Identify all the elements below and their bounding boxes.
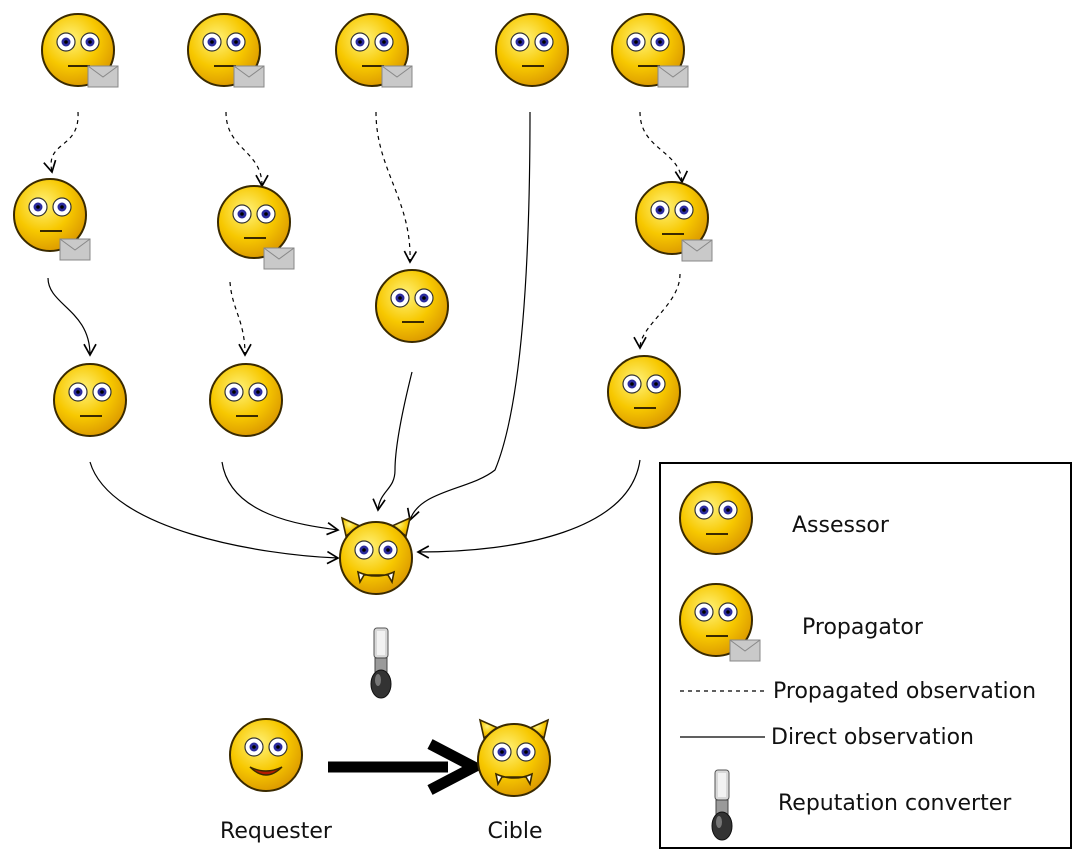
legend-assessor-icon bbox=[679, 481, 753, 555]
cible-label: Cible bbox=[487, 819, 542, 844]
microphone-icon bbox=[370, 627, 392, 699]
legend-converter-label: Reputation converter bbox=[778, 791, 1012, 816]
envelope-icon bbox=[87, 65, 119, 88]
envelope-icon bbox=[381, 65, 413, 88]
envelope-icon bbox=[263, 247, 295, 270]
connectors bbox=[43, 111, 689, 565]
envelope-icon bbox=[657, 65, 689, 88]
legend-propagated-label: Propagated observation bbox=[773, 679, 1036, 704]
neutral-face-icon bbox=[209, 363, 283, 437]
envelope-icon bbox=[729, 639, 761, 662]
neutral-face-icon bbox=[375, 269, 449, 343]
propagated-arrow bbox=[639, 111, 689, 184]
propagator-node bbox=[13, 178, 91, 261]
legend-propagator-label: Propagator bbox=[802, 615, 924, 640]
neutral-face-icon bbox=[495, 13, 569, 87]
propagated-arrow bbox=[225, 111, 269, 188]
request-arrowhead bbox=[427, 739, 486, 795]
envelope-icon bbox=[59, 238, 91, 261]
assessor-node bbox=[607, 355, 681, 429]
neutral-face-icon bbox=[607, 355, 681, 429]
requester-label: Requester bbox=[220, 819, 333, 844]
reputation-converter-node bbox=[370, 627, 392, 699]
legend: Assessor Propagator Propagated observati… bbox=[659, 462, 1072, 849]
smiling-face-icon bbox=[229, 718, 303, 792]
direct-arrow bbox=[47, 277, 97, 357]
direct-arrow bbox=[406, 111, 531, 522]
neutral-face-icon bbox=[679, 481, 753, 555]
assessor-node bbox=[53, 363, 127, 437]
envelope-icon bbox=[233, 65, 265, 88]
propagator-node bbox=[187, 13, 265, 88]
propagator-node bbox=[41, 13, 119, 88]
direct-arrow bbox=[416, 459, 641, 559]
propagated-arrow bbox=[43, 111, 79, 174]
neutral-face-icon bbox=[217, 185, 291, 259]
envelope-icon bbox=[681, 239, 713, 262]
devil-face-icon bbox=[477, 719, 551, 797]
target-node bbox=[339, 517, 413, 595]
propagated-arrow bbox=[375, 111, 418, 264]
assessor-node bbox=[495, 13, 569, 87]
requester-node bbox=[229, 718, 303, 792]
assessor-node bbox=[209, 363, 283, 437]
direct-arrow bbox=[89, 461, 340, 565]
neutral-face-icon bbox=[53, 363, 127, 437]
assessor-node bbox=[375, 269, 449, 343]
legend-assessor-label: Assessor bbox=[792, 513, 890, 538]
propagated-arrow bbox=[229, 281, 252, 357]
propagator-node bbox=[611, 13, 689, 88]
propagator-node bbox=[335, 13, 413, 88]
devil-face-icon bbox=[339, 517, 413, 595]
propagator-node bbox=[635, 181, 713, 262]
legend-direct-label: Direct observation bbox=[771, 725, 974, 750]
propagated-arrow bbox=[633, 273, 681, 350]
cible-node bbox=[477, 719, 551, 797]
direct-arrow bbox=[221, 461, 340, 536]
propagator-node bbox=[217, 185, 295, 270]
direct-arrow bbox=[372, 371, 413, 512]
